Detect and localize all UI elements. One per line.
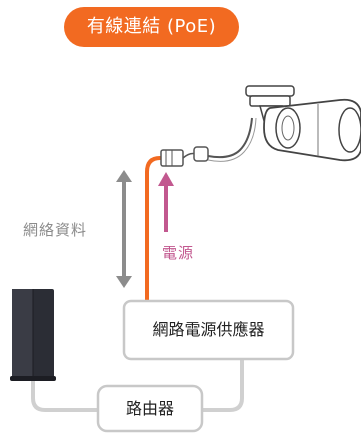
camera-cable-inner [207,117,257,162]
power-label: 電源 [162,244,195,262]
router-to-poe-cable [31,380,98,412]
ethernet-connector-icon [160,146,209,167]
poe-injector-box [122,299,295,361]
poe-cable [145,156,165,301]
poe-injector-label: 網路電源供應器 [152,320,265,339]
tower-router-icon [10,289,56,381]
router-to-injector-cable [202,359,244,412]
router-box [96,384,204,433]
data-arrow [116,170,132,288]
camera-cable [207,117,253,159]
page-title: 有線連結 (PoE) [64,7,239,47]
router-label: 路由器 [125,399,174,418]
power-arrow [158,172,174,232]
bullet-camera-icon [245,85,361,162]
network-data-label: 網絡資料 [23,221,88,239]
